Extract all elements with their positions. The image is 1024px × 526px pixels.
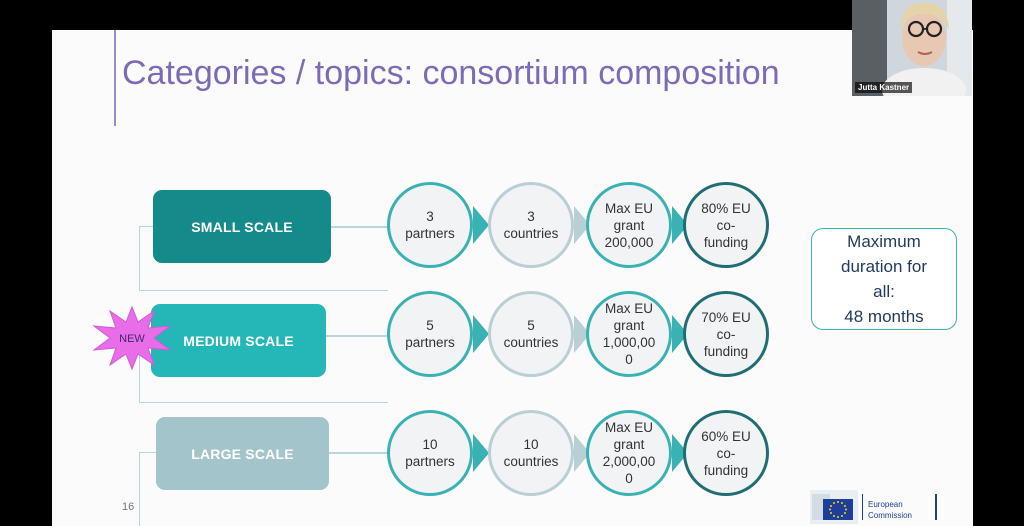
new-starburst-icon: NEW	[92, 305, 172, 371]
scale-medium: MEDIUM SCALE	[151, 304, 326, 377]
participant-video-tile[interactable]: Jutta Kastner	[852, 0, 972, 96]
connector-line	[326, 335, 388, 337]
presentation-slide: Categories / topics: consortium composit…	[52, 30, 973, 526]
european-commission-logo: European Commission	[810, 490, 937, 524]
chevron-arrow-icon	[473, 434, 489, 472]
info-line: 48 months	[844, 307, 924, 326]
connector-line	[330, 226, 388, 228]
scale-small: SMALL SCALE	[153, 190, 331, 263]
new-badge-label: NEW	[119, 333, 145, 345]
max-duration-box: Maximum duration for all: 48 months	[811, 228, 957, 330]
info-line: Maximum	[847, 232, 921, 251]
participant-name-label: Jutta Kastner	[855, 82, 913, 93]
logo-line2: Commission	[868, 511, 912, 520]
chevron-arrow-icon	[473, 315, 489, 353]
chevron-arrow-icon	[473, 206, 489, 244]
info-line: duration for	[841, 257, 927, 276]
logo-line1: European	[868, 500, 903, 509]
scale-large: LARGE SCALE	[156, 417, 329, 490]
slide-title: Categories / topics: consortium composit…	[122, 54, 780, 92]
connector-line	[329, 452, 388, 454]
info-line: all:	[873, 282, 895, 301]
page-number: 16	[122, 501, 135, 513]
title-accent-bar	[114, 30, 116, 126]
